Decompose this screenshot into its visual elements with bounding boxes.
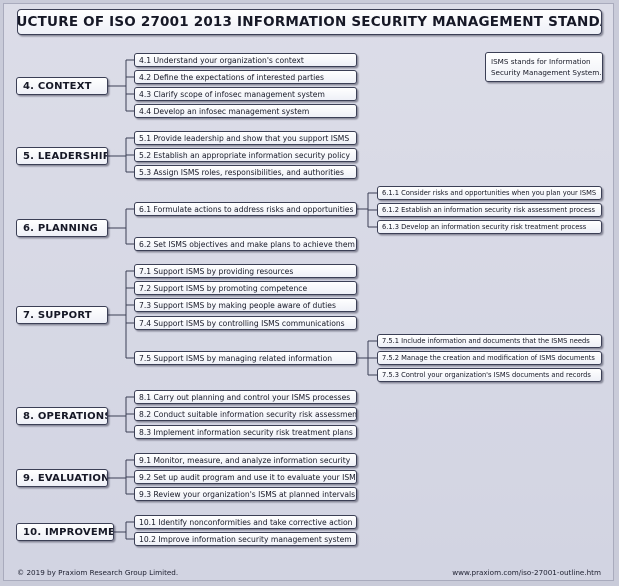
section-leadership: 5. LEADERSHIP <box>16 147 108 165</box>
source-url: www.praxiom.com/iso-27001-outline.htm <box>452 568 601 577</box>
item-5-1: 5.1 Provide leadership and show that you… <box>134 131 357 145</box>
item-8-3: 8.3 Implement information security risk … <box>134 425 357 439</box>
section-evaluation: 9. EVALUATION <box>16 469 108 487</box>
item-7-5-1: 7.5.1 Include information and documents … <box>377 334 602 348</box>
item-8-1: 8.1 Carry out planning and control your … <box>134 390 357 404</box>
diagram-title: STRUCTURE OF ISO 27001 2013 INFORMATION … <box>17 9 602 35</box>
item-9-3: 9.3 Review your organization's ISMS at p… <box>134 487 357 501</box>
item-7-3: 7.3 Support ISMS by making people aware … <box>134 298 357 312</box>
item-7-4: 7.4 Support ISMS by controlling ISMS com… <box>134 316 357 330</box>
item-7-5-2: 7.5.2 Manage the creation and modificati… <box>377 351 602 365</box>
item-4-2: 4.2 Define the expectations of intereste… <box>134 70 357 84</box>
item-7-1: 7.1 Support ISMS by providing resources <box>134 264 357 278</box>
item-9-2: 9.2 Set up audit program and use it to e… <box>134 470 357 484</box>
section-planning: 6. PLANNING <box>16 219 108 237</box>
section-support: 7. SUPPORT <box>16 306 108 324</box>
item-6-1-3: 6.1.3 Develop an information security ri… <box>377 220 602 234</box>
item-4-3: 4.3 Clarify scope of infosec management … <box>134 87 357 101</box>
item-6-2: 6.2 Set ISMS objectives and make plans t… <box>134 237 357 251</box>
item-7-5: 7.5 Support ISMS by managing related inf… <box>134 351 357 365</box>
item-10-2: 10.2 Improve information security manage… <box>134 532 357 546</box>
item-9-1: 9.1 Monitor, measure, and analyze inform… <box>134 453 357 467</box>
item-6-1-2: 6.1.2 Establish an information security … <box>377 203 602 217</box>
item-5-2: 5.2 Establish an appropriate information… <box>134 148 357 162</box>
section-context: 4. CONTEXT <box>16 77 108 95</box>
item-6-1: 6.1 Formulate actions to address risks a… <box>134 202 357 216</box>
item-4-4: 4.4 Develop an infosec management system <box>134 104 357 118</box>
item-8-2: 8.2 Conduct suitable information securit… <box>134 407 357 421</box>
item-5-3: 5.3 Assign ISMS roles, responsibilities,… <box>134 165 357 179</box>
section-improvement: 10. IMPROVEMENT <box>16 523 114 541</box>
item-7-5-3: 7.5.3 Control your organization's ISMS d… <box>377 368 602 382</box>
section-operations: 8. OPERATIONS <box>16 407 108 425</box>
item-7-2: 7.2 Support ISMS by promoting competence <box>134 281 357 295</box>
item-10-1: 10.1 Identify nonconformities and take c… <box>134 515 357 529</box>
item-6-1-1: 6.1.1 Consider risks and opportunities w… <box>377 186 602 200</box>
copyright-text: © 2019 by Praxiom Research Group Limited… <box>17 568 179 577</box>
isms-note: ISMS stands for Information Security Man… <box>485 52 603 82</box>
item-4-1: 4.1 Understand your organization's conte… <box>134 53 357 67</box>
